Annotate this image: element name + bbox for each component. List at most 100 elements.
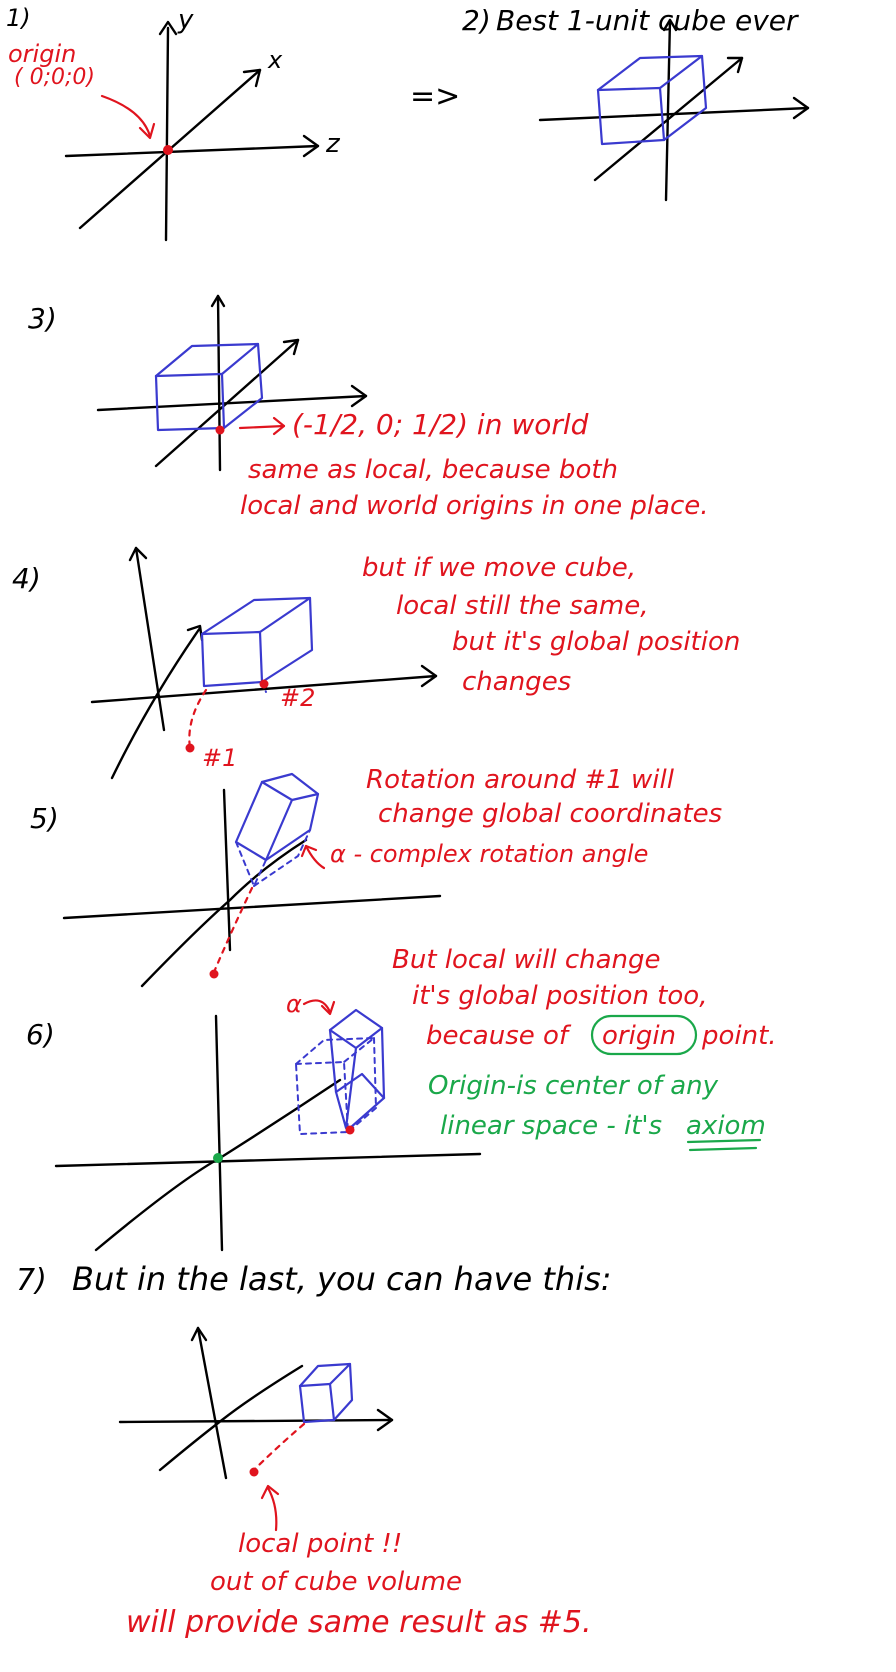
step4-y-axis [134,546,166,732]
step2-cube-top [596,54,704,92]
step2-label: 2) [462,4,491,37]
step7-title: But in the last, you can have this: [72,1260,612,1298]
step7-label: 7) [16,1263,47,1298]
step4-diagram: 4) #2 #1 but if we move cube, local stil… [12,546,740,780]
step7-cube-top [298,1362,352,1388]
step2-y-arrowhead [662,18,678,32]
step4-label: 4) [12,562,41,595]
step4-marker1-dot [185,743,195,753]
step6-y-axis [214,1014,224,1252]
step5-angle-note: α - complex rotation angle [330,840,648,868]
step4-z-arrowhead [420,664,438,688]
step1-label: 1) [6,4,31,32]
step3-cube-top [154,342,260,378]
step2-diagram: 2) Best 1-unit cube ever [462,4,810,202]
step7-note-line3: will provide same result as #5. [126,1605,592,1640]
step6-red-line3a: because of [426,1021,572,1051]
step4-z-axis [90,674,438,704]
step5-note-line1: Rotation around #1 will [366,765,675,795]
step6-angle-arrowhead [320,1000,336,1016]
step5-label: 5) [30,802,59,835]
step5-angle-arc [304,844,326,870]
step6-angle-symbol: α [286,990,302,1018]
step6-angle-arc [302,999,332,1014]
step4-marker2-dot [259,679,269,689]
step1-implies: => [410,79,460,114]
step3-z-arrowhead [350,384,368,408]
step2-z-arrowhead [792,96,810,120]
step7-cube-front [298,1382,336,1424]
step3-y-arrowhead [210,294,226,308]
step6-dashed-cube-top [295,1037,375,1065]
step6-cube-left [328,1028,358,1130]
step6-green-axiom: axiom [686,1111,766,1141]
step6-dashed-cube-side [347,1037,377,1133]
step6-origin-dot [213,1153,223,1163]
step1-z-axis [64,144,320,158]
step1-z-arrowhead [302,134,320,158]
step6-green-line2a: linear space - it's [440,1111,662,1141]
step4-cube [200,596,314,693]
step6-dashed-cube-front [295,1061,349,1135]
step6-green-line1: Origin-is center of any [428,1071,719,1101]
step6-red-origin-word: origin [602,1021,676,1051]
step5-cube-hidden-1 [235,841,267,887]
step5-cube-hidden-2 [253,829,311,887]
step5-pivot-dot [209,969,219,979]
step3-cube-front [154,372,226,432]
step2-title: Best 1-unit cube ever [496,4,799,37]
step5-angle-arrowhead [300,844,318,858]
step5-note-line2: change global coordinates [378,799,722,829]
step6-corner-dot [345,1125,355,1135]
step3-note-line2: local and world origins in one place. [240,491,709,521]
step4-cube-side [260,596,314,684]
step4-note-line4: changes [462,667,571,697]
step7-z-arrowhead [376,1408,394,1432]
step3-coords-arrowhead [272,416,286,436]
step3-label: 3) [28,302,57,335]
step1-x-arrowhead [242,68,262,88]
step1-origin-word: origin [8,40,76,68]
step1-origin-arrowhead [138,122,156,140]
step3-coords-arrow [238,424,286,430]
step7-y-arrowhead [190,1326,208,1342]
step7-pointer-arrowhead [260,1484,280,1500]
step6-cube-mid [334,1072,386,1100]
step6-z-axis [54,1152,482,1168]
step1-origin-arrow [100,94,152,138]
step7-note-line2: out of cube volume [210,1567,462,1597]
step1-y-arrowhead [158,20,178,36]
step1-z-label: z [325,129,341,159]
step7-z-axis [118,1418,394,1424]
step7-pointer-arrow [266,1486,278,1532]
step7-x-axis [158,1364,304,1472]
step6-red-line1: But local will change [392,945,661,975]
step7-cube-side [332,1362,354,1422]
step6-original-cube [295,1037,377,1135]
step2-cube [596,54,708,146]
step5-cube-top [260,772,320,802]
step7-diagram: 7) But in the last, you can have this: l… [16,1260,612,1640]
step4-note-line2: local still the same, [396,591,649,621]
step2-cube-side [662,54,708,142]
step6-rotated-cube [328,1008,386,1130]
step4-note-line3: but it's global position [452,627,740,657]
step6-diagram: 6) α But local will change it's global p… [26,945,777,1252]
step5-diagram: 5) Rotation around #1 will change global… [30,765,722,988]
step6-axiom-underline [686,1138,762,1152]
step5-x-axis [140,838,308,988]
step4-marker2: #2 [280,684,315,712]
step6-label: 6) [26,1018,55,1051]
step1-x-label: x [267,46,283,74]
step1-origin-coords: ( 0;0;0) [14,65,95,90]
step7-y-axis [196,1326,228,1480]
step1-origin-dot [163,145,173,155]
step5-y-axis [222,788,232,952]
step7-cube [298,1362,354,1424]
step7-local-point-dot [249,1467,259,1477]
step6-origin-circle [590,1014,698,1056]
step3-cube-side [222,342,264,430]
step3-x-arrowhead [282,338,300,356]
step2-z-axis [538,106,810,122]
